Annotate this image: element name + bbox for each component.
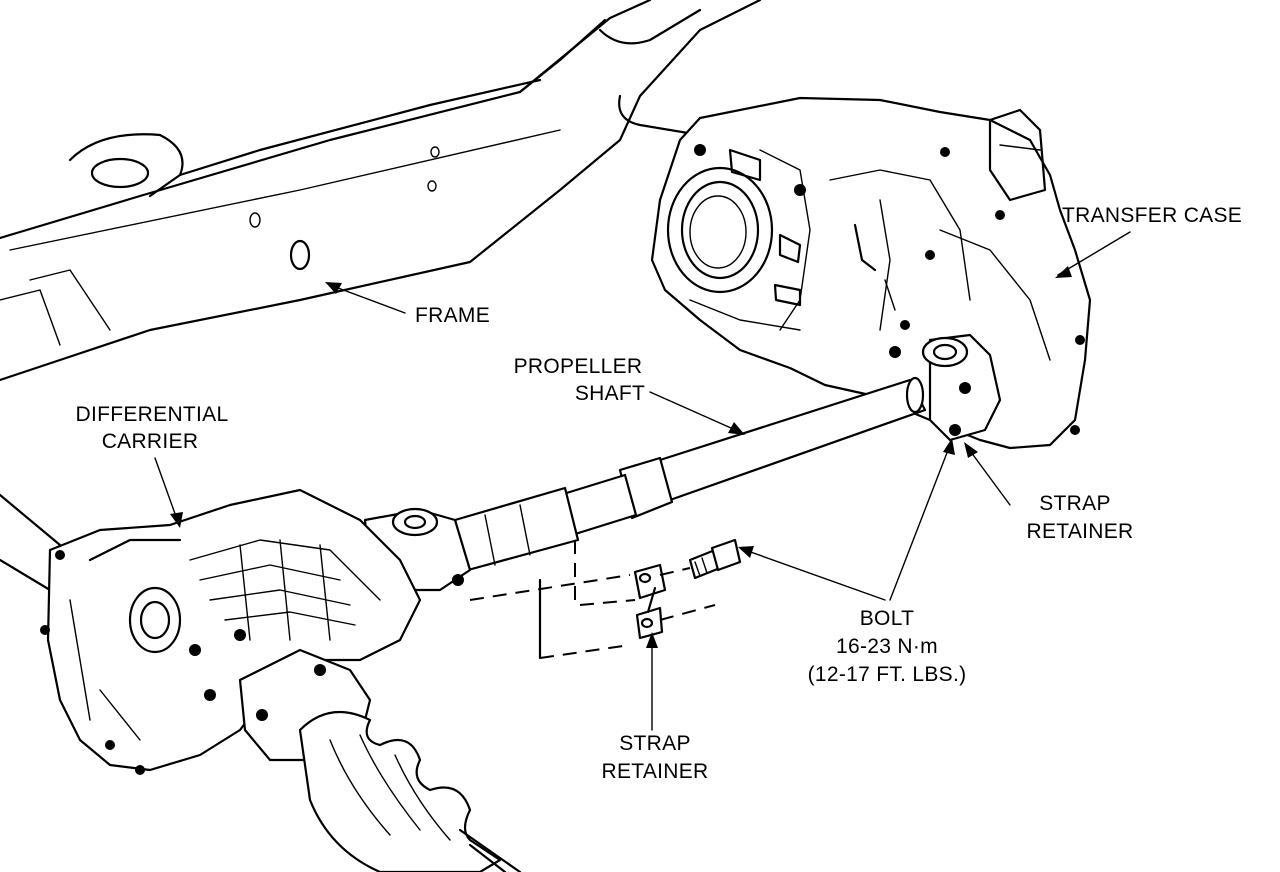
frame-rail [0, 0, 762, 382]
leader-lines [154, 231, 1131, 731]
label-differential-line2: CARRIER [102, 430, 199, 453]
label-propeller-line2: SHAFT [575, 382, 645, 405]
differential-carrier [0, 488, 422, 775]
assembly-dashed-lines [469, 540, 716, 660]
label-propeller-line1: PROPELLER [514, 355, 643, 378]
label-strap-retainer-right-line1: STRAP [1039, 492, 1111, 515]
callout-labels: FRAME TRANSFER CASE PROPELLER SHAFT DIFF… [76, 204, 1242, 783]
label-bolt-line1: BOLT [860, 607, 915, 630]
label-strap-retainer-right-line2: RETAINER [1026, 520, 1133, 543]
propeller-shaft [363, 376, 927, 592]
label-bolt-line2: 16-23 N·m [836, 635, 938, 658]
bolt-part [688, 538, 742, 580]
label-strap-retainer-bottom-line2: RETAINER [601, 760, 708, 783]
label-differential-line1: DIFFERENTIAL [76, 403, 229, 426]
label-bolt-line3: (12-17 FT. LBS.) [808, 663, 967, 686]
label-strap-retainer-bottom-line1: STRAP [619, 732, 691, 755]
transfer-case [650, 96, 1092, 450]
strap-retainer-part [633, 563, 667, 640]
label-frame: FRAME [415, 304, 490, 327]
axle-boot [238, 648, 522, 872]
label-transfer-case: TRANSFER CASE [1062, 204, 1242, 227]
